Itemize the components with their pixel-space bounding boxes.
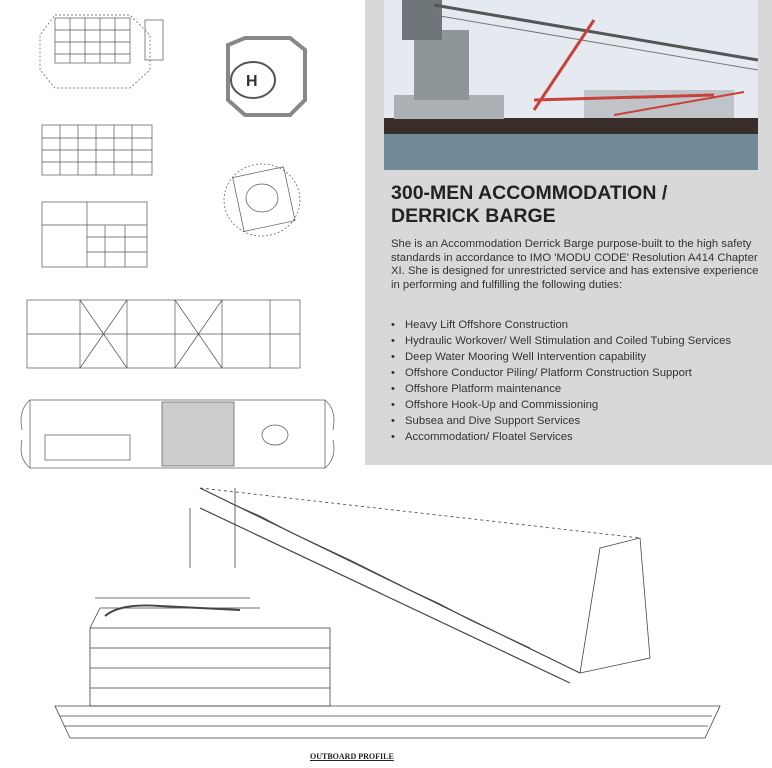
helicopter [95,597,250,617]
page-title: 300-MEN ACCOMMODATION / DERRICK BARGE [391,182,668,227]
accommodation-block [89,607,331,707]
helideck-mark: H [246,73,258,90]
main-deck-plan [26,299,301,369]
duty-item: Deep Water Mooring Well Intervention cap… [391,349,766,365]
duties-list: Heavy Lift Offshore Construction Hydraul… [391,317,766,445]
intro-paragraph: She is an Accommodation Derrick Barge pu… [391,238,759,291]
duty-item: Accommodation/ Floatel Services [391,429,766,445]
accommodation-plan-lower [41,201,148,268]
accommodation-plan-upper [39,14,164,89]
accommodation-plan-middle [41,124,153,176]
profile-caption: OUTBOARD PROFILE [310,752,394,761]
duty-item: Offshore Conductor Piling/ Platform Cons… [391,365,766,381]
hull-profile [54,705,721,739]
helideck-plan [226,36,307,117]
duty-item: Offshore Hook-Up and Commissioning [391,397,766,413]
barge-photo [384,0,758,170]
deck-plan-drawings: H [20,14,335,469]
hull-deck-plan [20,399,335,469]
duty-item: Hydraulic Workover/ Well Stimulation and… [391,333,766,349]
crane-pedestal-plan [223,163,301,237]
duty-item: Heavy Lift Offshore Construction [391,317,766,333]
duty-item: Offshore Platform maintenance [391,381,766,397]
duty-item: Subsea and Dive Support Services [391,413,766,429]
outboard-profile-drawing [54,487,721,739]
crane-boom [189,487,651,684]
